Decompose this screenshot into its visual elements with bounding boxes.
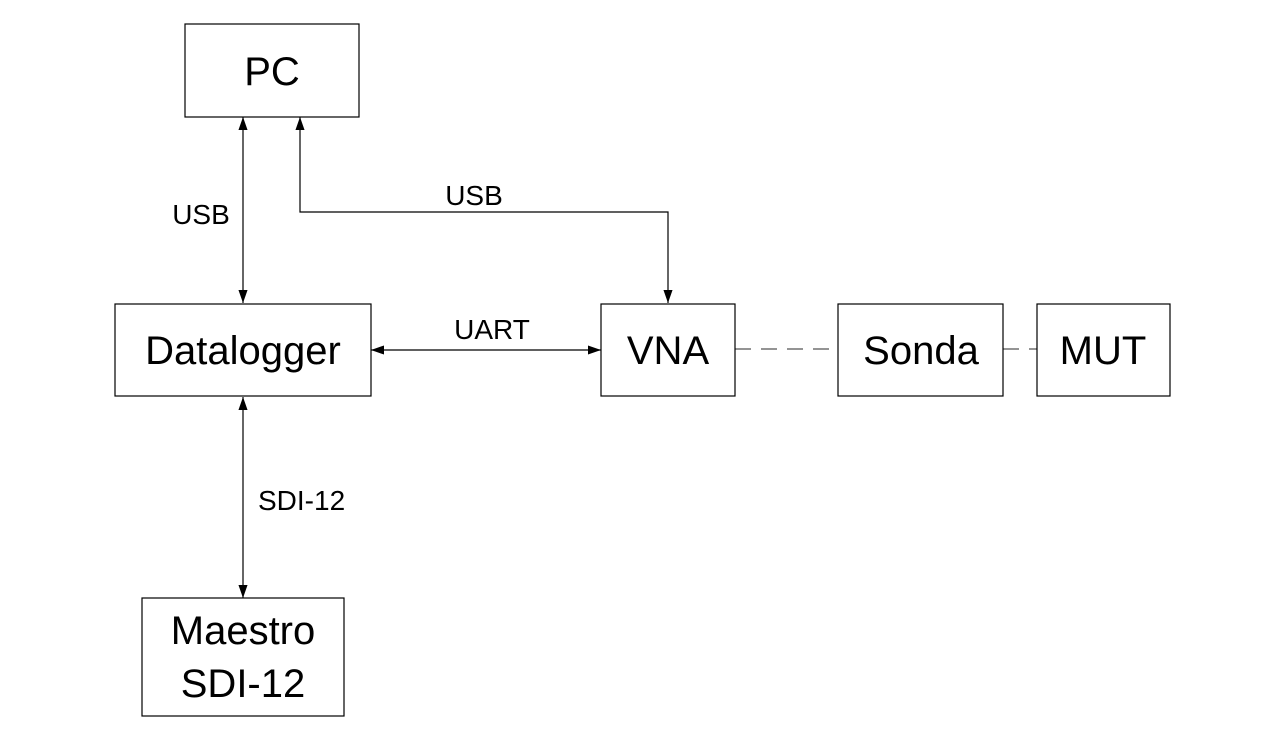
node-vna-label: VNA [627, 329, 710, 373]
edge-pc-vna [295, 117, 673, 303]
edge-label-datalogger-maestro: SDI-12 [258, 485, 345, 516]
edge-label-datalogger-vna: UART [454, 314, 530, 345]
node-mut-label: MUT [1060, 329, 1147, 373]
node-vna: VNA [600, 303, 736, 397]
node-sonda-label: Sonda [863, 329, 979, 373]
node-sonda: Sonda [837, 303, 1004, 397]
node-datalogger-label: Datalogger [145, 329, 341, 373]
edge-label-pc-vna: USB [445, 180, 503, 211]
node-maestro: Maestro SDI-12 [141, 597, 345, 717]
node-datalogger: Datalogger [114, 303, 372, 397]
node-pc-label: PC [244, 50, 300, 94]
node-maestro-label-line2: SDI-12 [181, 662, 306, 706]
node-pc: PC [184, 23, 360, 118]
node-mut: MUT [1036, 303, 1171, 397]
node-maestro-label-line1: Maestro [171, 609, 316, 653]
edge-label-pc-datalogger: USB [172, 199, 230, 230]
